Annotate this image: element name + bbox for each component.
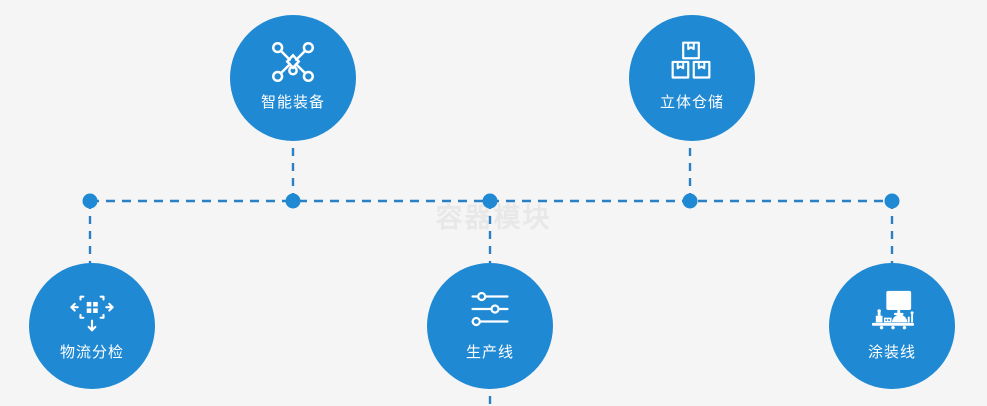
node-label-stereo-warehouse: 立体仓储 (659, 93, 724, 111)
trunk-node-painting-line[interactable] (884, 193, 900, 209)
factory-monitor-icon (869, 289, 915, 335)
node-circle-smart-equipment[interactable]: 智能装备 (230, 15, 356, 141)
node-circle-logistics-sorting[interactable]: 物流分检 (29, 263, 155, 389)
stacked-boxes-icon (669, 39, 715, 85)
node-circle-production-line[interactable]: 生产线 (427, 263, 553, 389)
node-label-smart-equipment: 智能装备 (260, 93, 325, 111)
node-label-production-line: 生产线 (465, 343, 514, 361)
node-label-logistics-sorting: 物流分检 (59, 343, 124, 361)
network-nodes-icon (270, 39, 316, 85)
trunk-node-production-line[interactable] (482, 193, 498, 209)
node-circle-stereo-warehouse[interactable]: 立体仓储 (629, 15, 755, 141)
trunk-node-stereo-warehouse[interactable] (682, 193, 698, 209)
sorting-arrows-icon (69, 289, 115, 335)
trunk-node-logistics-sorting[interactable] (82, 193, 98, 209)
node-circle-painting-line[interactable]: 涂装线 (829, 263, 955, 389)
node-label-painting-line: 涂装线 (867, 343, 916, 361)
trunk-node-smart-equipment[interactable] (285, 193, 301, 209)
sliders-icon (467, 289, 513, 335)
